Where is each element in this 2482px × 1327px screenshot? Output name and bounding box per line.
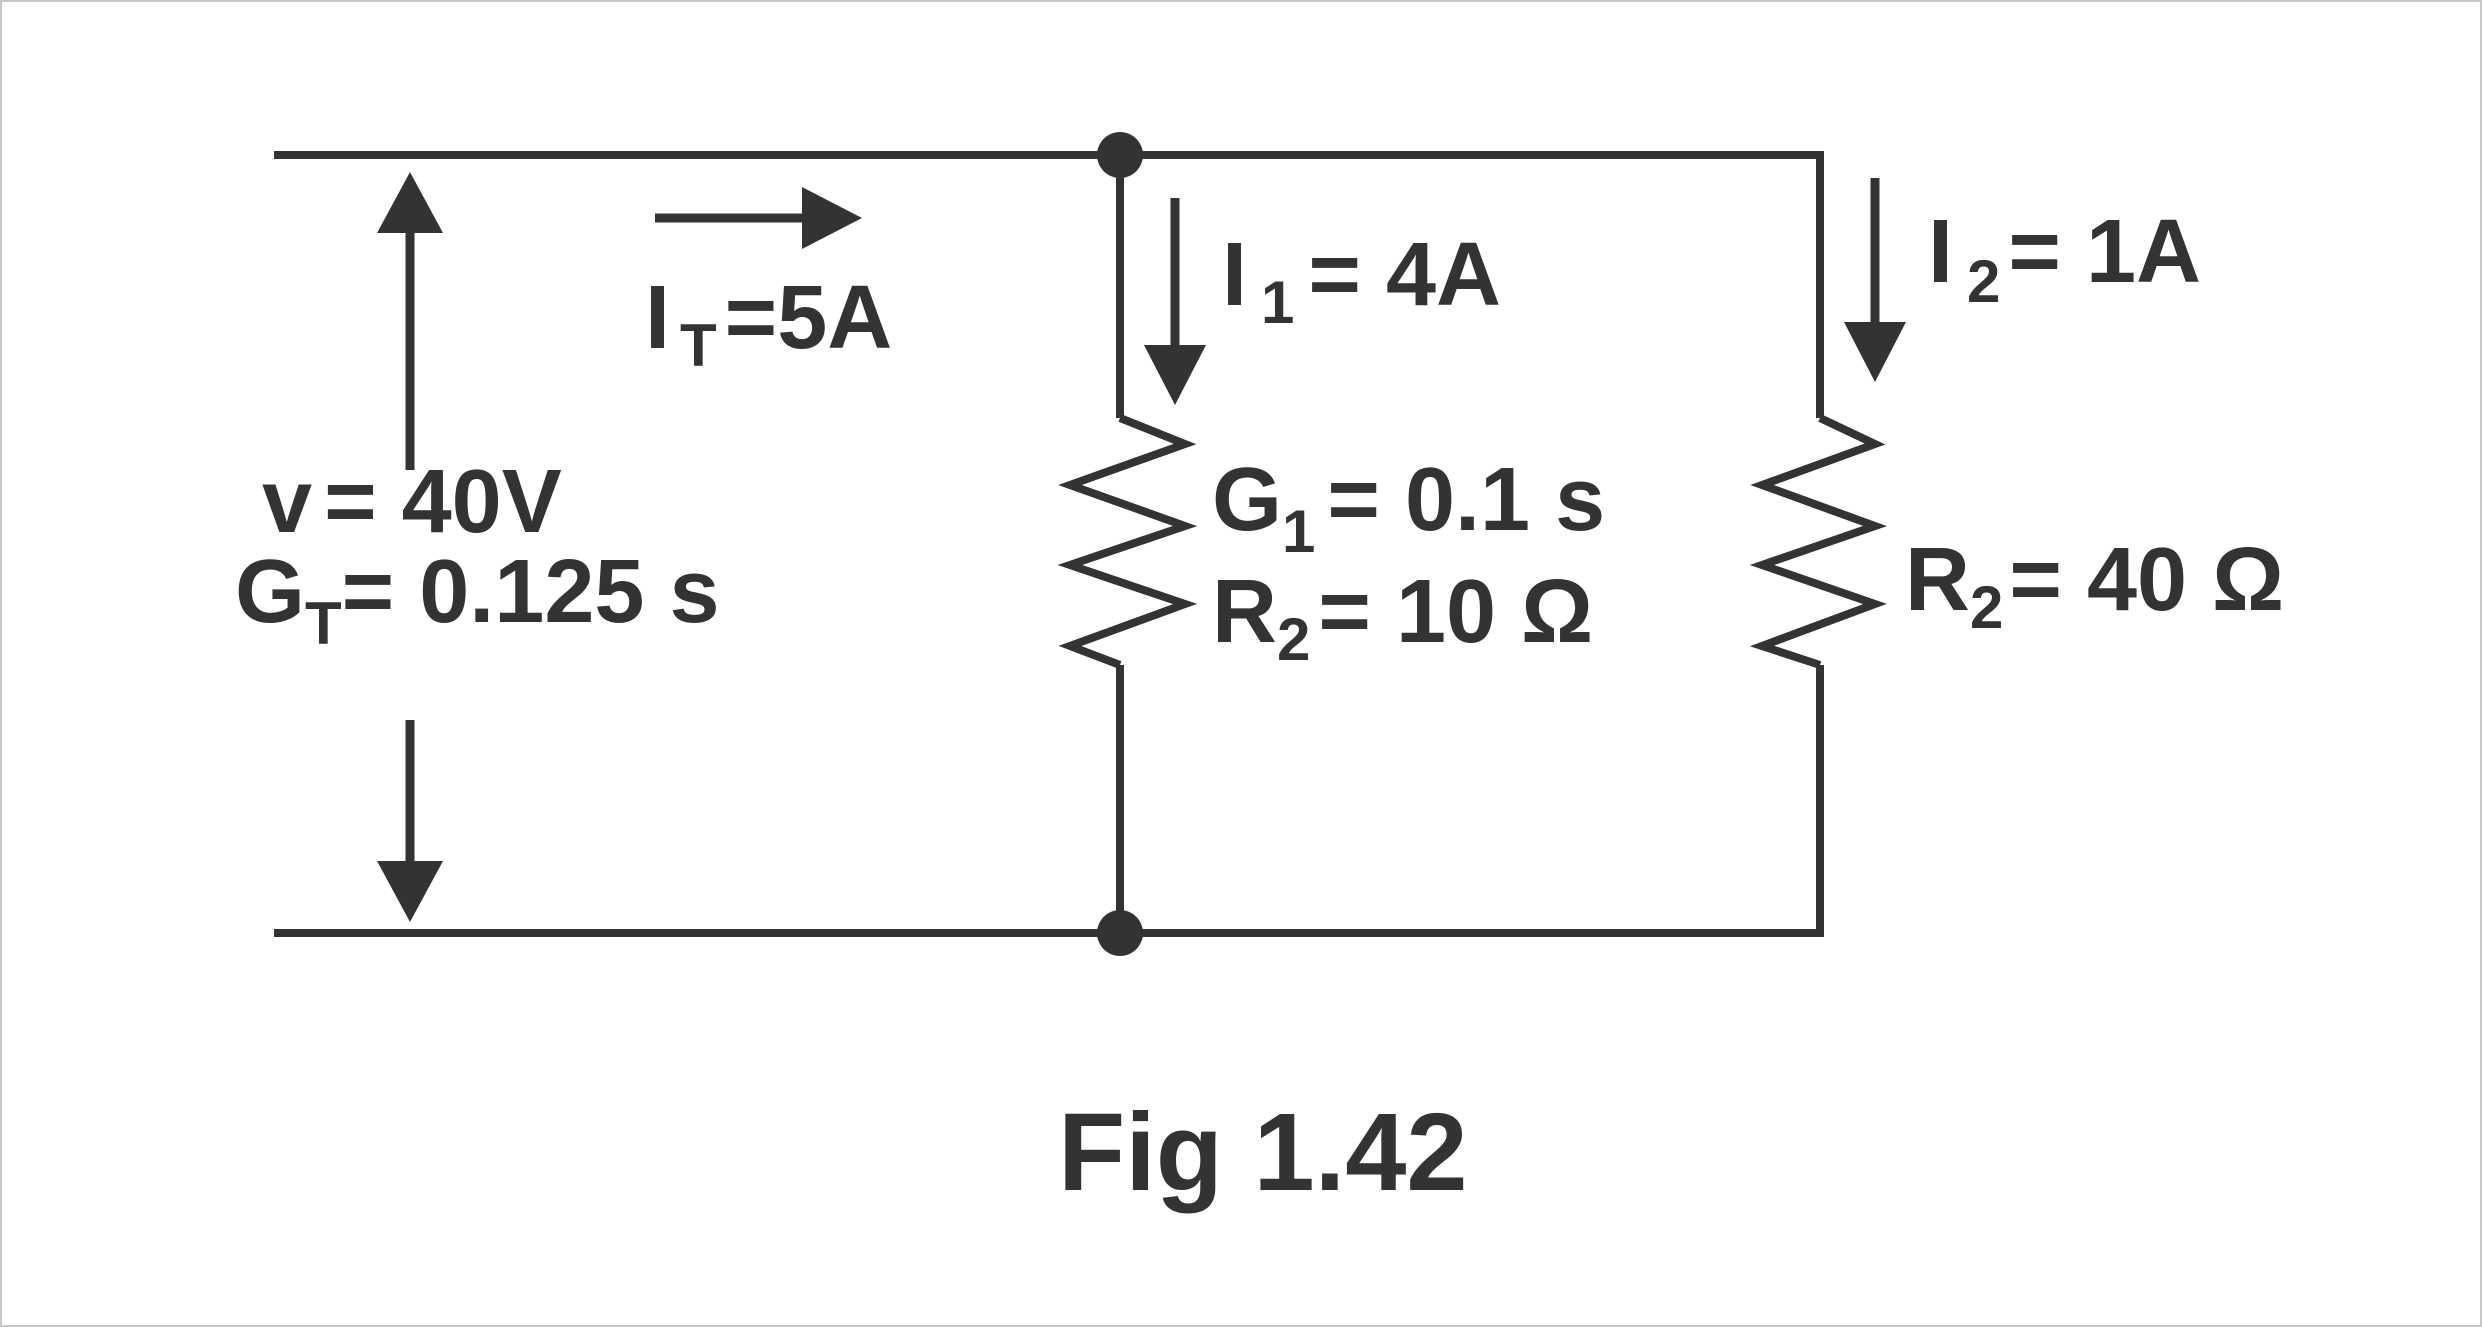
branch1-current-value: = 4A bbox=[1308, 225, 1501, 325]
branch1-resistance-label: R2= 10 Ω bbox=[1212, 562, 1593, 673]
branch2-resistance-value: = 40 Ω bbox=[2009, 530, 2284, 630]
total-current-symbol: I bbox=[645, 268, 670, 368]
total-conductance-subscript: T bbox=[305, 590, 342, 657]
total-current-value: =5A bbox=[725, 268, 893, 368]
voltage-arrow-down-head bbox=[377, 861, 443, 922]
branch2-resistance-subscript: 2 bbox=[1970, 574, 2003, 641]
voltage-arrow-up-head bbox=[377, 172, 443, 233]
branch2-current-symbol: I bbox=[1928, 202, 1953, 302]
branch1-conductance-subscript: 1 bbox=[1282, 498, 1315, 565]
branch1-current-symbol: I bbox=[1222, 225, 1247, 325]
branch2-resistance-label: R2= 40 Ω bbox=[1905, 530, 2284, 641]
total-conductance-label: GT= 0.125 s bbox=[235, 542, 720, 657]
branch2-current-value: = 1A bbox=[2008, 202, 2201, 302]
branch1-resistance-value: = 10 Ω bbox=[1318, 562, 1593, 662]
voltage-label: v= 40V bbox=[262, 452, 562, 552]
branch1-resistance-symbol: R bbox=[1212, 562, 1277, 662]
voltage-value: = 40V bbox=[324, 452, 562, 552]
total-current-subscript: T bbox=[680, 312, 717, 379]
branch1-resistance-subscript: 2 bbox=[1277, 606, 1310, 673]
branch1-conductance-value: = 0.1 s bbox=[1327, 450, 1605, 550]
branch2-current-arrow-head bbox=[1844, 322, 1906, 382]
total-current-arrow-head bbox=[802, 187, 862, 249]
branch1-conductance-label: G1= 0.1 s bbox=[1212, 450, 1605, 565]
total-conductance-value: = 0.125 s bbox=[342, 542, 720, 642]
bottom-junction-node bbox=[1097, 910, 1143, 956]
total-conductance-symbol: G bbox=[235, 542, 305, 642]
resistor-r2 bbox=[1749, 414, 1887, 669]
branch1-conductance-symbol: G bbox=[1212, 450, 1282, 550]
branch2-current-subscript: 2 bbox=[1967, 248, 2000, 315]
branch2-resistance-symbol: R bbox=[1905, 530, 1970, 630]
top-junction-node bbox=[1097, 132, 1143, 178]
resistor-r1 bbox=[1057, 414, 1198, 669]
voltage-symbol: v bbox=[262, 452, 312, 552]
branch1-current-subscript: 1 bbox=[1261, 269, 1294, 336]
figure-caption: Fig 1.42 bbox=[1058, 1091, 1468, 1214]
branch1-current-arrow-head bbox=[1144, 345, 1206, 405]
